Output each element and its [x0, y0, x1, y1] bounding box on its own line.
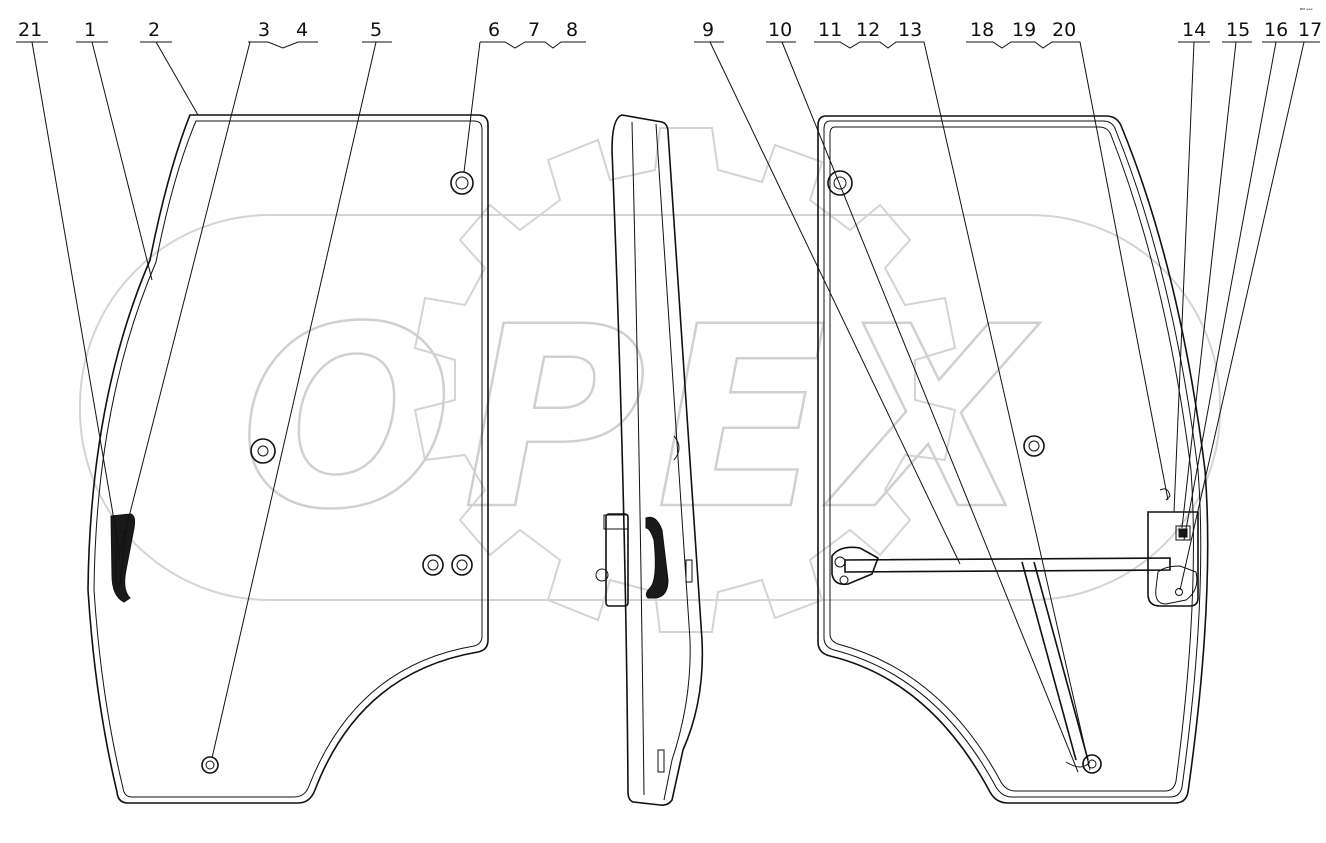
leader-11-13 — [923, 41, 1091, 771]
latch-knob — [595, 568, 609, 582]
callout-8: 8 — [566, 19, 578, 41]
door-profile-edge — [631, 121, 645, 796]
linkage-pivot — [834, 556, 846, 568]
linkage-pivot-2 — [839, 575, 849, 585]
inner-bolt-mid — [1023, 435, 1045, 457]
door-inner-view — [817, 115, 1209, 804]
callout-18: 18 — [970, 19, 994, 41]
leader-6-8 — [463, 41, 481, 173]
leader-18-20 — [1079, 41, 1169, 501]
door-inner-panel-seal-2 — [829, 126, 1194, 792]
underline-3-4 — [248, 41, 318, 49]
door-inner-panel — [817, 115, 1209, 804]
leader-lines — [16, 41, 1320, 773]
outer-handle-grip — [115, 531, 127, 586]
callout-7: 7 — [528, 19, 540, 41]
callout-15: 15 — [1226, 19, 1250, 41]
door-inner-panel-seal-1 — [823, 120, 1202, 798]
door-outer-panel-inner-edge — [93, 120, 483, 798]
leader-16 — [1183, 41, 1277, 541]
bolt-6 — [450, 171, 474, 195]
callout-21: 21 — [18, 19, 42, 41]
linkage-rod — [844, 557, 1171, 573]
underline-6-8 — [480, 41, 586, 49]
inner-handle-profile — [645, 516, 669, 599]
door-profile-outline — [611, 114, 704, 806]
bolt-lower-a — [422, 554, 444, 576]
latch-screw — [1175, 588, 1183, 596]
leader-10 — [781, 41, 1079, 773]
callout-6: 6 — [488, 19, 500, 41]
leader-17 — [1179, 41, 1305, 591]
bolt-5 — [201, 756, 219, 774]
bolt-lower-b-inner — [456, 559, 468, 571]
leader-9 — [709, 41, 961, 565]
window-channel — [1021, 561, 1089, 761]
inner-bolt-bottom — [1082, 754, 1102, 774]
callout-12: 12 — [856, 19, 880, 41]
callout-4: 4 — [296, 19, 308, 41]
callout-1: 1 — [84, 19, 96, 41]
callout-20: 20 — [1052, 19, 1076, 41]
callout-19: 19 — [1012, 19, 1036, 41]
latch-housing — [605, 513, 629, 607]
leader-3-4 — [117, 41, 251, 561]
callout-10: 10 — [768, 19, 792, 41]
door-side-profile — [595, 114, 704, 806]
lock-cylinder-core — [257, 445, 269, 457]
latch-hook — [1159, 488, 1171, 501]
window-channel-end — [1065, 761, 1091, 768]
latch-button-core — [1178, 528, 1188, 538]
opex-watermark: OPEX — [79, 127, 1221, 633]
callout-2: 2 — [148, 19, 160, 41]
underline-18-20 — [966, 41, 1080, 49]
lock-cylinder — [250, 438, 276, 464]
leader-15 — [1181, 41, 1237, 529]
callout-14: 14 — [1182, 19, 1206, 41]
linkage-arm — [831, 546, 879, 586]
bolt-lower-b — [451, 554, 473, 576]
callout-11: 11 — [818, 19, 842, 41]
inner-bolt-top — [827, 170, 853, 196]
bolt-6-inner — [455, 176, 469, 190]
underline-11-13 — [814, 41, 924, 49]
callout-9: 9 — [702, 19, 714, 41]
profile-lower-clip — [657, 749, 665, 773]
callout-labels: 21 1 2 3 4 5 6 7 8 9 10 11 12 13 18 19 2… — [18, 8, 1322, 41]
inner-bolt-top-inner — [833, 176, 847, 190]
window-rail-bump — [673, 435, 680, 461]
leader-1 — [91, 41, 153, 281]
bolt-lower-a-inner — [427, 559, 439, 571]
watermark-text: OPEX — [240, 273, 1040, 564]
callout-5: 5 — [370, 19, 382, 41]
inner-bolt-bottom-inner — [1087, 759, 1097, 769]
callout-3: 3 — [258, 19, 270, 41]
inner-handle — [1155, 565, 1198, 605]
profile-bracket — [685, 559, 693, 583]
door-outer-panel — [87, 114, 489, 804]
leader-5 — [211, 41, 377, 759]
latch-button — [1175, 525, 1191, 541]
leader-21 — [31, 41, 121, 556]
inner-latch-bracket — [1147, 511, 1199, 607]
latch-tab — [603, 514, 629, 530]
callout-16: 16 — [1264, 19, 1288, 41]
callout-17: 17 — [1298, 19, 1322, 41]
bolt-5-inner — [205, 760, 215, 770]
leader-2 — [155, 41, 199, 116]
leader-14 — [1173, 41, 1195, 513]
callout-13: 13 — [898, 19, 922, 41]
watermark-band — [79, 214, 1221, 601]
inner-bolt-mid-inner — [1028, 440, 1040, 452]
door-profile-edge-2 — [655, 123, 691, 801]
corner-mark: ᴮᴹ ᵉᵉᵉ — [1300, 8, 1313, 14]
